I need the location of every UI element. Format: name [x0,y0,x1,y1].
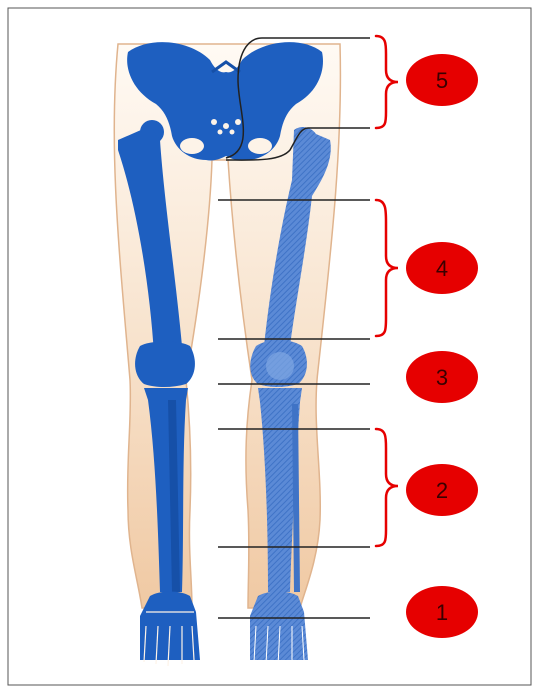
region-1-label: 1 [436,600,448,625]
region-5-badge: 5 [406,54,478,106]
region-5-label: 5 [436,68,448,93]
region-2-label: 2 [436,478,448,503]
region-3-label: 3 [436,365,448,390]
region-3-badge: 3 [406,351,478,403]
region-2-badge: 2 [406,464,478,516]
region-1-badge: 1 [406,586,478,638]
region-4-badge: 4 [406,242,478,294]
region-4-label: 4 [436,256,448,281]
